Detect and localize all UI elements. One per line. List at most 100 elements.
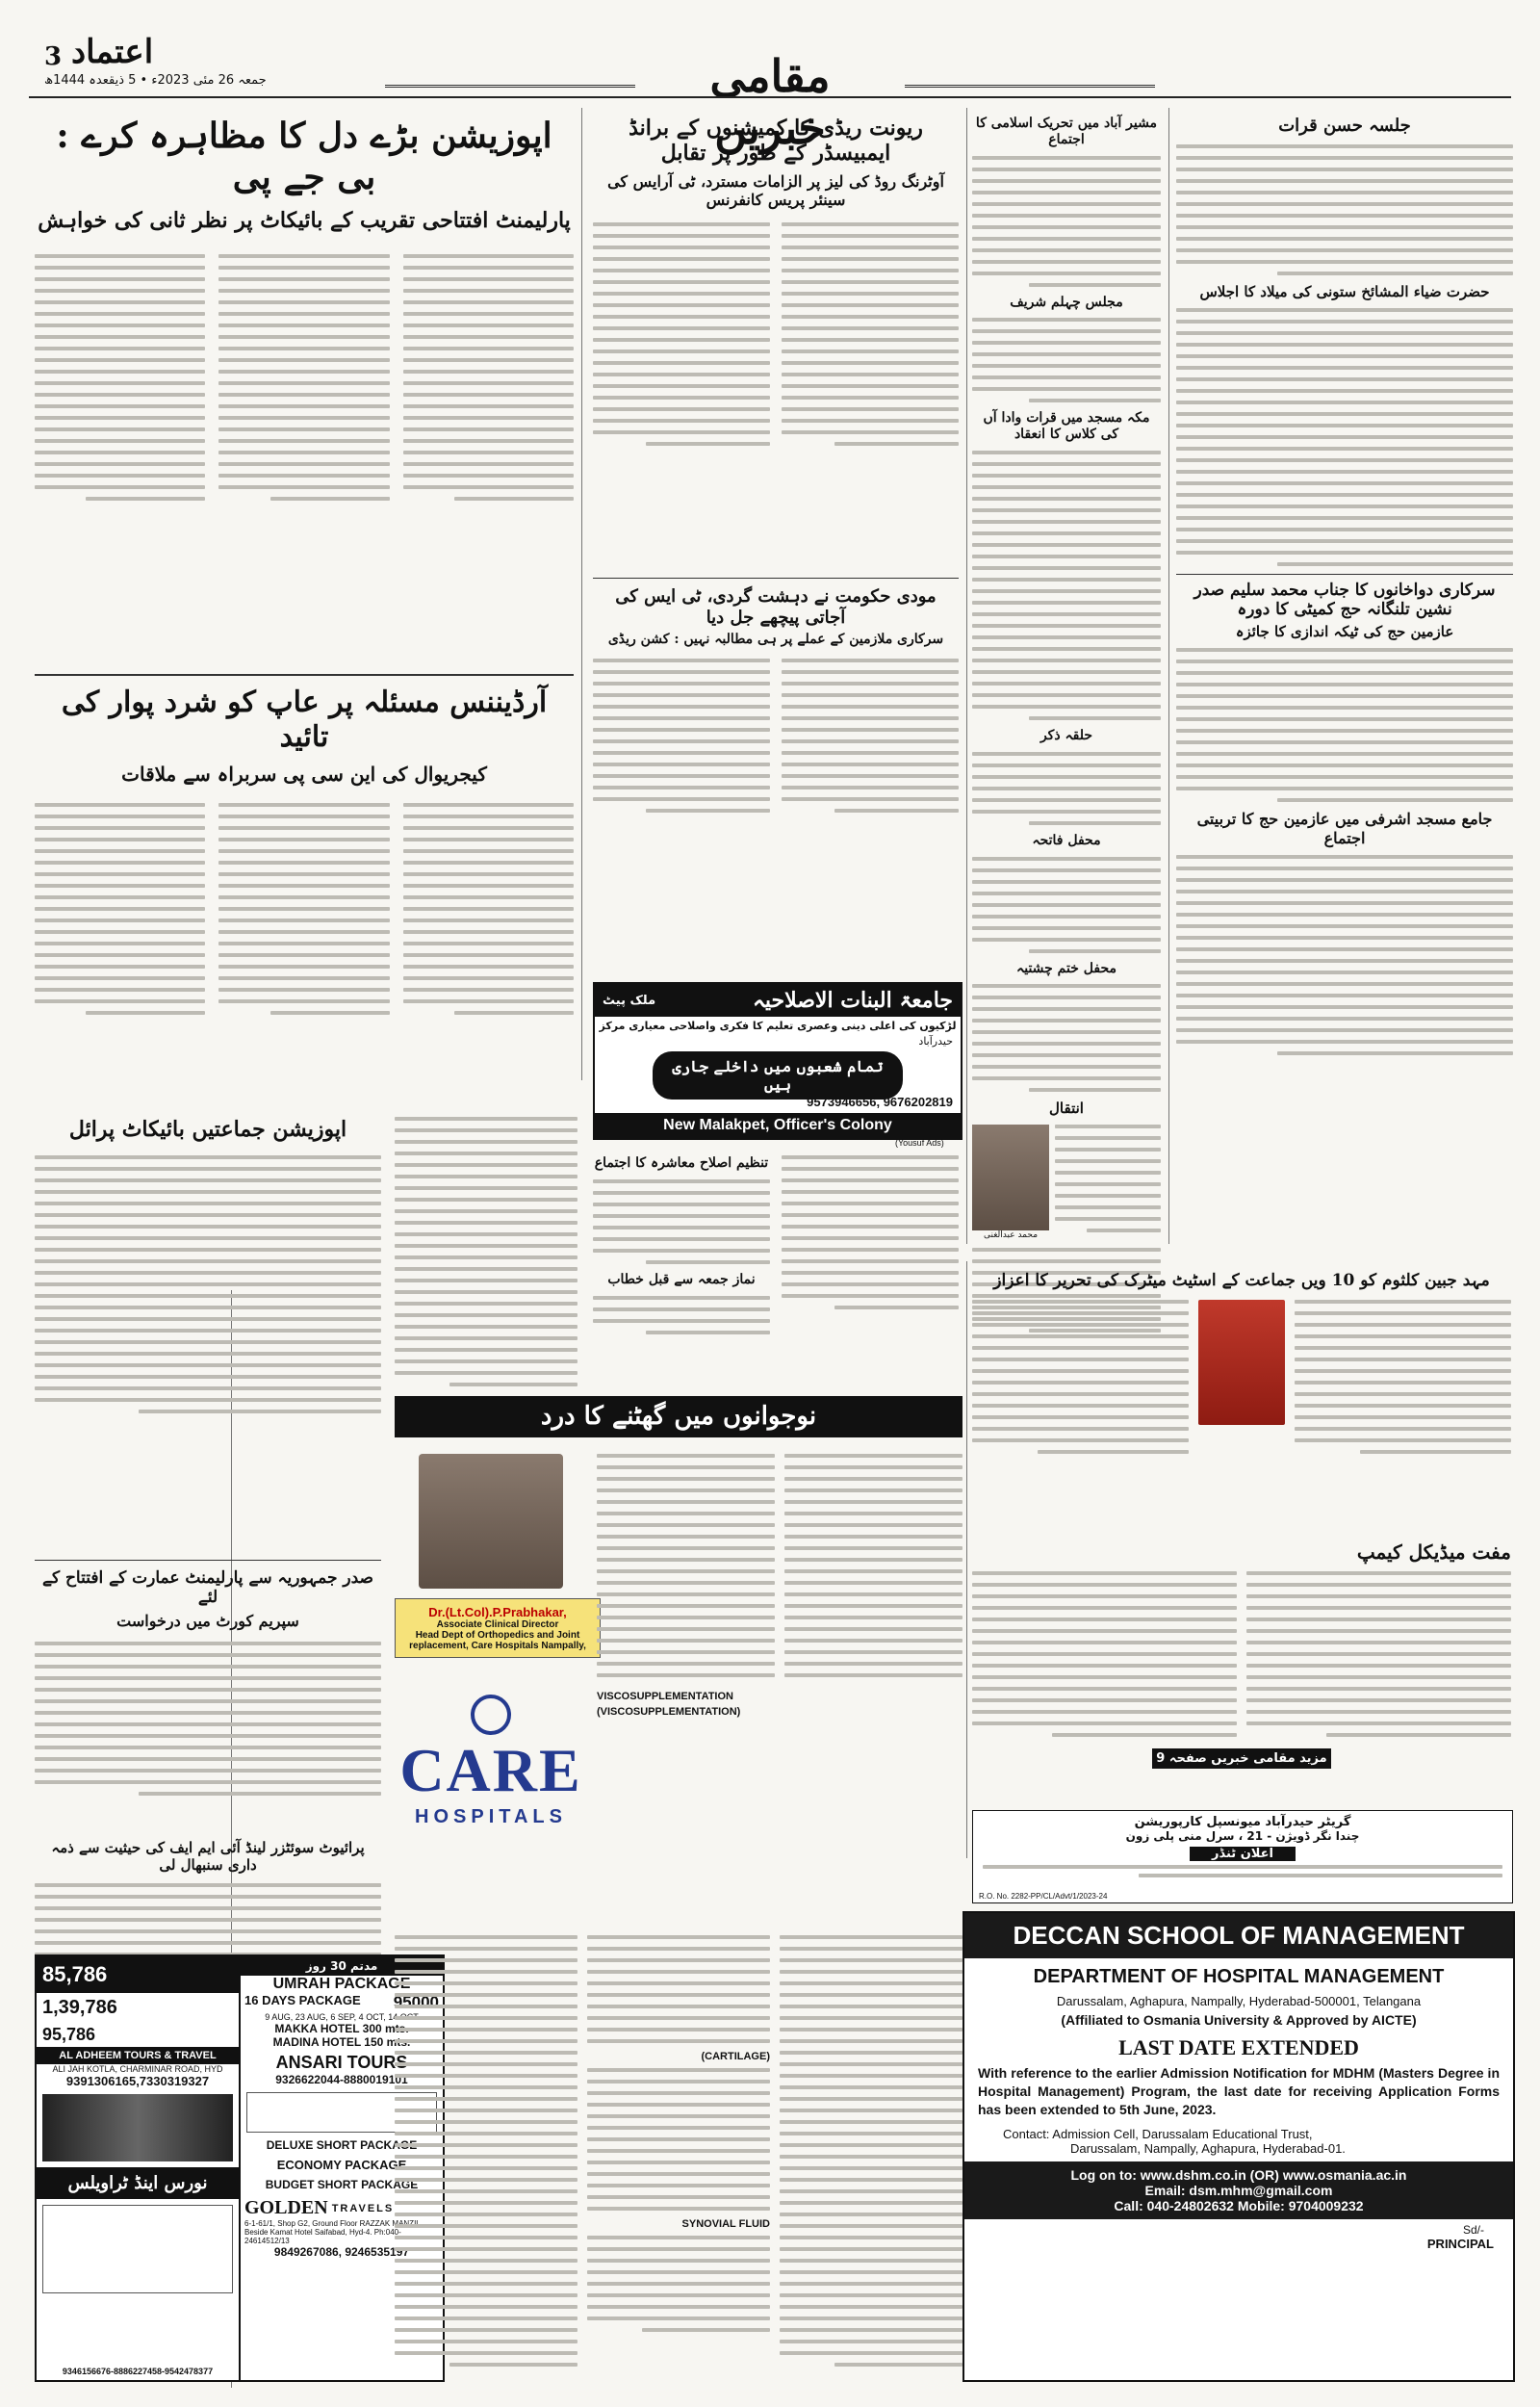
headline: پرائیوٹ سوئٹزر لینڈ آئی ایم ایف کی حیثیت…: [51, 1839, 365, 1874]
headline: مجلس چہلم شریف: [1010, 294, 1123, 310]
column-rule: [231, 1290, 232, 2388]
doctor-role: Associate Clinical Director: [436, 1619, 559, 1630]
signature-mark: Sd/-: [1462, 2223, 1484, 2237]
column-five: جلسہ حسن قرات حضرت ضیاء المشائخ ستونی کی…: [1176, 116, 1513, 1063]
deccan-contact: Contact: Admission Cell, Darussalam Educ…: [1003, 2127, 1313, 2141]
article-body: [35, 254, 206, 508]
article-body: [782, 1155, 959, 1309]
medical-camp-story: مفت میڈیکل کیمپ مزید مقامی خبریں صفحہ 9: [972, 1540, 1511, 1769]
more-news-link[interactable]: مزید مقامی خبریں صفحہ 9: [1152, 1748, 1331, 1769]
doctor-caption: Dr.(Lt.Col).P.Prabhakar, Associate Clini…: [395, 1598, 601, 1658]
term: (CARTILAGE): [701, 2051, 770, 2062]
deccan-website[interactable]: Log on to: www.dshm.co.in (OR) www.osman…: [1070, 2167, 1407, 2183]
umrah-title: UMRAH PACKAGE: [272, 1976, 411, 1992]
headline: مفت میڈیکل کیمپ: [1356, 1540, 1511, 1564]
subheadline: سرکاری ملازمین کے عملے پر ہی مطالبہ نہیں…: [607, 632, 944, 648]
deccan-contact-address: Darussalam, Nampally, Aghapura, Hyderaba…: [1070, 2141, 1346, 2156]
article-body: [395, 1117, 578, 1386]
headline: تنظیم اصلاح معاشرہ کا اجتماع: [594, 1155, 769, 1171]
subheadline: عازمین حج کی ٹیکہ اندازی کا جائزہ: [1235, 623, 1454, 641]
tender-ref: R.O. No. 2282-PP/CL/Advt/1/2023-24: [979, 1892, 1108, 1901]
deccan-body: With reference to the earlier Admission …: [978, 2065, 1500, 2117]
banner-ornament-left: [385, 85, 635, 93]
price-primary: 85,786: [37, 1956, 239, 1993]
knee-pain-feature: نوجوانوں میں گھٹنے کا درد Dr.(Lt.Col).P.…: [395, 1396, 962, 2378]
article-body: [35, 803, 206, 1022]
deccan-email[interactable]: Email: dsm.mhm@gmail.com: [1144, 2183, 1333, 2198]
newspaper-logo: اعتماد: [71, 33, 154, 71]
deccan-phone: Call: 040-24802632 Mobile: 9704009232: [1114, 2198, 1364, 2213]
article-body: [218, 254, 390, 508]
admission-banner: تمام شعبوں میں داخلے جاری ہیں: [653, 1051, 903, 1100]
makka-hotel: MAKKA HOTEL 300 mts.: [274, 2022, 409, 2035]
student-photo: [1198, 1300, 1285, 1426]
misc-stories: تنظیم اصلاح معاشرہ کا اجتماع نماز جمعہ س…: [593, 1155, 959, 1342]
headline: مکہ مسجد میں قرات وادا آں کی کلاس کا انع…: [983, 410, 1150, 443]
tender-title: گریٹر حیدرآباد میونسپل کارپوریشن: [1134, 1815, 1351, 1829]
jamia-subtitle: لڑکیوں کی اعلی دینی وعصری تعلیم کا فکری …: [599, 1020, 957, 1032]
care-hospitals-logo: CARE HOSPITALS: [395, 1685, 587, 1828]
article-body: [593, 221, 770, 453]
headline: آرڈیننس مسئلہ پر عاپ کو شرد پوار کی تائی…: [61, 686, 548, 754]
headline: نماز جمعہ سے قبل خطاب: [607, 1271, 756, 1287]
price-tertiary: 95,786: [42, 2025, 96, 2044]
opposition-story: اپوزیشن بڑے دل کا مظاہرہ کرے : بی جے پی …: [35, 116, 574, 508]
golden-address: 6-1-61/1, Shop G2, Ground Floor RAZZAK M…: [244, 2219, 423, 2245]
economy-package: ECONOMY PACKAGE: [276, 2158, 407, 2172]
doctor-photo: [395, 1454, 587, 1589]
jamia-title: جامعۃ البنات الاصلاحیہ: [752, 988, 953, 1013]
headline: جامع مسجد اشرفی میں عازمین حج کا تربیتی …: [1196, 810, 1493, 847]
headline: حلقہ ذکر: [1040, 727, 1093, 743]
feature-body-right: VISCOSUPPLEMENTATION (VISCOSUPPLEMENTATI…: [597, 1454, 962, 1718]
travels-name: TRAVELS: [331, 2202, 395, 2214]
column-rule: [966, 108, 967, 1244]
ansari-name: ANSARI TOURS: [275, 2053, 408, 2072]
package-name: 16 DAYS PACKAGE: [244, 1993, 361, 2007]
second-company: نورس اینڈ ٹراویلس: [37, 2167, 239, 2199]
page-number: 3: [44, 42, 63, 71]
doctor-dept: Head Dept of Orthopedics and Joint: [415, 1630, 580, 1641]
headline: حضرت ضیاء المشائخ ستونی کی میلاد کا اجلا…: [1199, 282, 1490, 300]
golden-name: GOLDEN: [244, 2197, 328, 2218]
subheadline: پارلیمنٹ افتتاحی تقریب کے بائیکاٹ پر نظر…: [38, 208, 571, 234]
article-body: [593, 659, 770, 820]
deccan-address: Darussalam, Aghapura, Nampally, Hyderaba…: [1056, 1994, 1422, 2008]
headline: جلسہ حسن قرات: [1278, 116, 1411, 136]
section-title: مقامی خبریں: [709, 50, 831, 154]
article-body: [35, 1641, 381, 1796]
side-column: [395, 1117, 578, 1394]
tender-notice: اعلان ٹنڈر: [1190, 1847, 1296, 1861]
article-body: [782, 659, 959, 820]
subheadline: سپریم کورٹ میں درخواست: [116, 1611, 299, 1630]
headline: اپوزیشن جماعتیں بائیکاٹ پرائل: [68, 1117, 347, 1142]
deccan-title: DECCAN SCHOOL OF MANAGEMENT: [964, 1913, 1513, 1958]
photo-caption: محمد عبدالغنی: [983, 1230, 1039, 1241]
headline: محفل فاتحہ: [1032, 832, 1101, 848]
article-body: [402, 803, 574, 1022]
headline: سرکاری دواخانوں کا جناب محمد سلیم صدر نش…: [1194, 580, 1496, 619]
article-body: [35, 1155, 381, 1414]
column-four: مشیر آباد میں تحریک اسلامی کا اجتماع مجل…: [972, 116, 1161, 1340]
package-dates: 9 AUG, 23 AUG, 6 SEP, 4 OCT, 14 OCT: [265, 2012, 419, 2022]
headline: مہد جبین کلثوم کو 10 ویں جماعت کے اسٹیٹ …: [993, 1271, 1490, 1290]
jamia-address: New Malakpet, Officer's Colony: [595, 1113, 961, 1138]
ansari-tours-ad: مدتم 30 روز UMRAH PACKAGE 16 DAYS PACKAG…: [239, 1954, 445, 2382]
article-body: [218, 803, 390, 1022]
column-rule: [966, 1261, 967, 1858]
price-secondary: 1,39,786: [42, 1997, 117, 2018]
company-name: AL ADHEEM TOURS & TRAVEL: [37, 2047, 239, 2064]
article-body: [593, 1295, 770, 1334]
banner-ornament-right: [905, 85, 1155, 93]
modi-story: مودی حکومت نے دہشت گردی، ٹی ایس کی آجاتی…: [593, 578, 959, 820]
deccan-school-ad: DECCAN SCHOOL OF MANAGEMENT DEPARTMENT O…: [962, 1911, 1515, 2382]
term: SYNOVIAL FLUID: [681, 2218, 770, 2230]
term: (VISCOSUPPLEMENTATION): [597, 1706, 741, 1718]
care-brand: CARE: [399, 1736, 582, 1804]
ansari-phone: 9326622044-8880019101: [275, 2073, 408, 2086]
hajj-banner: [246, 2092, 437, 2133]
column-rule: [1168, 108, 1169, 1244]
budget-package: BUDGET SHORT PACKAGE: [265, 2178, 419, 2191]
date-line: جمعہ 26 مئی 2023ء • 5 ذیقعدہ 1444ھ: [44, 73, 267, 88]
care-subbrand: HOSPITALS: [415, 1806, 567, 1827]
ghmc-tender-ad: گریٹر حیدرآباد میونسپل کارپوریشن چندا نگ…: [972, 1810, 1513, 1903]
